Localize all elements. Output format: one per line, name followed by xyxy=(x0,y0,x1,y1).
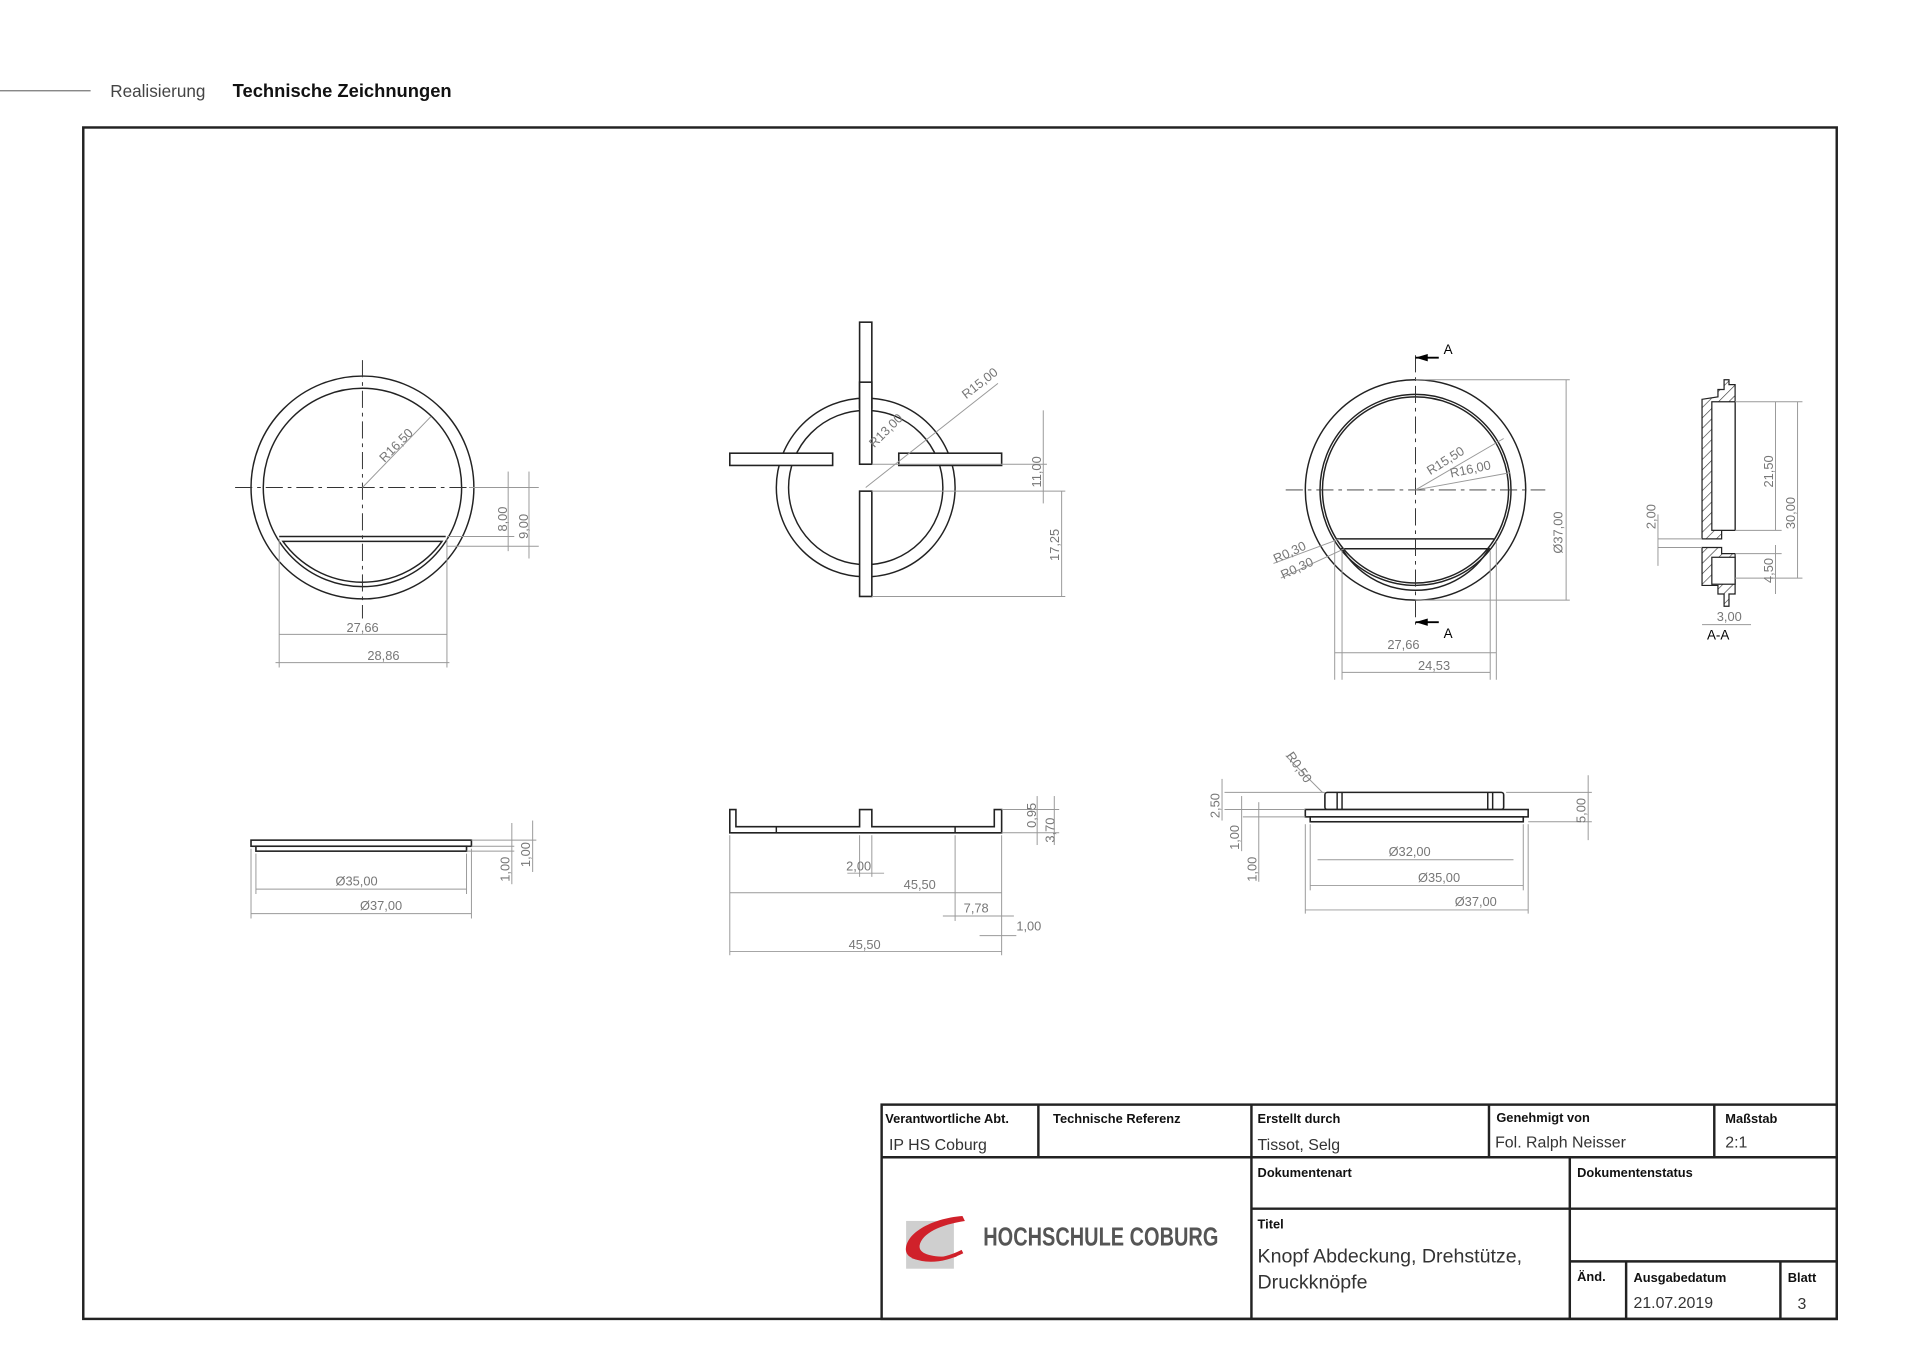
view-cover-top: R16,50 8,00 9,00 27,66 28,86 xyxy=(235,360,539,668)
dim-label: Ø37,00 xyxy=(1455,894,1497,909)
dim-label: 21,50 xyxy=(1761,455,1776,487)
dim-label: 1,00 xyxy=(1016,919,1041,934)
doc-status-label: Dokumentenstatus xyxy=(1577,1165,1693,1180)
title-block: Verantwortliche Abt. IP HS Coburg Techni… xyxy=(880,1103,1838,1321)
dim-label: 24,53 xyxy=(1418,658,1450,673)
revision-label: Änd. xyxy=(1577,1269,1606,1284)
dim-label: 45,50 xyxy=(849,937,881,952)
breadcrumb-section: Realisierung xyxy=(110,81,205,101)
approved-value: Fol. Ralph Neisser xyxy=(1495,1134,1627,1151)
title-line-2: Druckknöpfe xyxy=(1258,1271,1368,1293)
dim-label: Ø37,00 xyxy=(1550,511,1565,553)
dim-label: 2,00 xyxy=(846,859,871,874)
logo-text: HOCHSCHULE COBURG xyxy=(983,1223,1218,1251)
view-buttons-side: R0,50 2,50 1,00 1,00 5,00 Ø32,00 Ø35,00 … xyxy=(1208,749,1592,914)
dim-label: Ø37,00 xyxy=(360,898,402,913)
dim-label: 28,86 xyxy=(367,648,399,663)
page-title: Technische Zeichnungen xyxy=(233,80,452,101)
approved-label: Genehmigt von xyxy=(1496,1110,1590,1125)
dim-label: 30,00 xyxy=(1783,497,1798,529)
dim-label: 2,00 xyxy=(1644,504,1659,529)
dim-label: 3,00 xyxy=(1717,609,1742,624)
dim-label: Ø32,00 xyxy=(1389,844,1431,859)
scale-value: 2:1 xyxy=(1725,1134,1747,1151)
dim-label: Ø35,00 xyxy=(1418,870,1460,885)
dim-label: 4,50 xyxy=(1761,558,1776,583)
dim-label: 27,66 xyxy=(1387,637,1419,652)
dim-label: 5,00 xyxy=(1574,798,1589,823)
tech-ref-label: Technische Referenz xyxy=(1053,1111,1181,1126)
title-line-1: Knopf Abdeckung, Drehstütze, xyxy=(1258,1246,1522,1268)
doc-type-label: Dokumentenart xyxy=(1258,1165,1353,1180)
view-cover-side: 1,00 1,00 Ø35,00 Ø37,00 xyxy=(250,820,537,919)
view-support-side: 0,95 3,70 2,00 45,50 7,78 1,00 45,50 xyxy=(729,796,1060,956)
created-value: Tissot, Selg xyxy=(1258,1137,1341,1154)
dim-label: 1,00 xyxy=(1244,857,1259,882)
sheet-value: 3 xyxy=(1798,1296,1807,1313)
dim-label: 7,78 xyxy=(964,900,989,915)
date-value: 21.07.2019 xyxy=(1633,1295,1713,1312)
dim-label: 1,00 xyxy=(497,857,512,882)
dim-label: 1,00 xyxy=(1227,825,1242,850)
dim-label: 9,00 xyxy=(516,514,531,539)
title-label: Titel xyxy=(1258,1216,1284,1231)
sheet-label: Blatt xyxy=(1788,1270,1817,1285)
dim-label: 11,00 xyxy=(1029,456,1044,487)
dim-label: 2,50 xyxy=(1208,793,1223,818)
dim-label: 0,95 xyxy=(1024,803,1039,828)
section-marker: A xyxy=(1444,626,1453,641)
dim-label: Ø35,00 xyxy=(336,873,378,888)
dim-label: R16,50 xyxy=(376,425,416,465)
dim-label: 1,00 xyxy=(518,842,533,867)
hochschule-coburg-logo: HOCHSCHULE COBURG xyxy=(905,1216,1218,1269)
date-label: Ausgabedatum xyxy=(1633,1270,1726,1285)
dim-label: R15,00 xyxy=(959,364,1001,401)
dept-value: IP HS Coburg xyxy=(889,1137,987,1154)
dim-label: R0,50 xyxy=(1283,749,1315,786)
scale-label: Maßstab xyxy=(1725,1111,1777,1126)
dim-label: 3,70 xyxy=(1042,818,1057,843)
section-marker: A xyxy=(1444,342,1453,357)
created-label: Erstellt durch xyxy=(1258,1111,1341,1126)
dim-label: 8,00 xyxy=(495,507,510,532)
view-buttons-top: A A R15,50 R16,00 R0,30 R0,30 Ø37,00 27,… xyxy=(1271,342,1570,680)
dim-label: 27,66 xyxy=(347,620,379,635)
dept-label: Verantwortliche Abt. xyxy=(885,1111,1009,1126)
view-support-top: R13,00 R15,00 11,00 17,25 xyxy=(729,321,1066,598)
view-section-aa: 2,00 21,50 30,00 4,50 3,00 A-A xyxy=(1644,379,1803,642)
section-label: A-A xyxy=(1707,627,1729,642)
dim-label: 17,25 xyxy=(1047,529,1062,561)
dim-label: 45,50 xyxy=(904,877,936,892)
